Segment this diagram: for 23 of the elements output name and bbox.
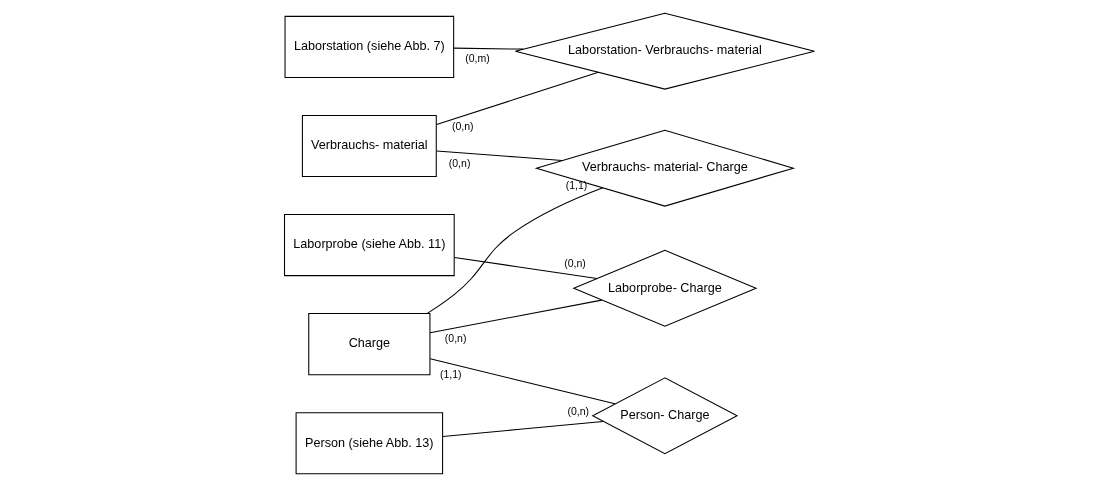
connector	[453, 256, 598, 279]
connector	[442, 420, 604, 437]
edge-label: (0,n)	[451, 119, 474, 132]
connector	[453, 47, 524, 50]
node-box: Charge	[308, 312, 431, 375]
edge-label: (0,n)	[567, 404, 590, 417]
connector	[436, 71, 599, 125]
edge-label: (0,n)	[448, 156, 471, 169]
node-diamond: Laborstation- Verbrauchs- material	[514, 12, 815, 90]
connector	[426, 186, 604, 314]
edge-label: (0,n)	[564, 256, 586, 269]
edge-label: (1,1)	[439, 367, 462, 380]
node-box: Laborstation (siehe Abb. 7)	[284, 15, 455, 78]
node-box: Person (siehe Abb. 13)	[295, 411, 444, 474]
node-diamond: Person- Charge	[591, 376, 739, 454]
node-box: Verbrauchs- material	[301, 114, 437, 177]
edge-label: (0,n)	[444, 331, 467, 344]
connector	[429, 357, 616, 404]
connector	[436, 150, 563, 161]
connector	[429, 299, 603, 333]
node-box: Laborprobe (siehe Abb. 11)	[283, 213, 455, 276]
edge-label: (1,1)	[565, 178, 588, 191]
edge-label: (0,m)	[465, 51, 490, 64]
